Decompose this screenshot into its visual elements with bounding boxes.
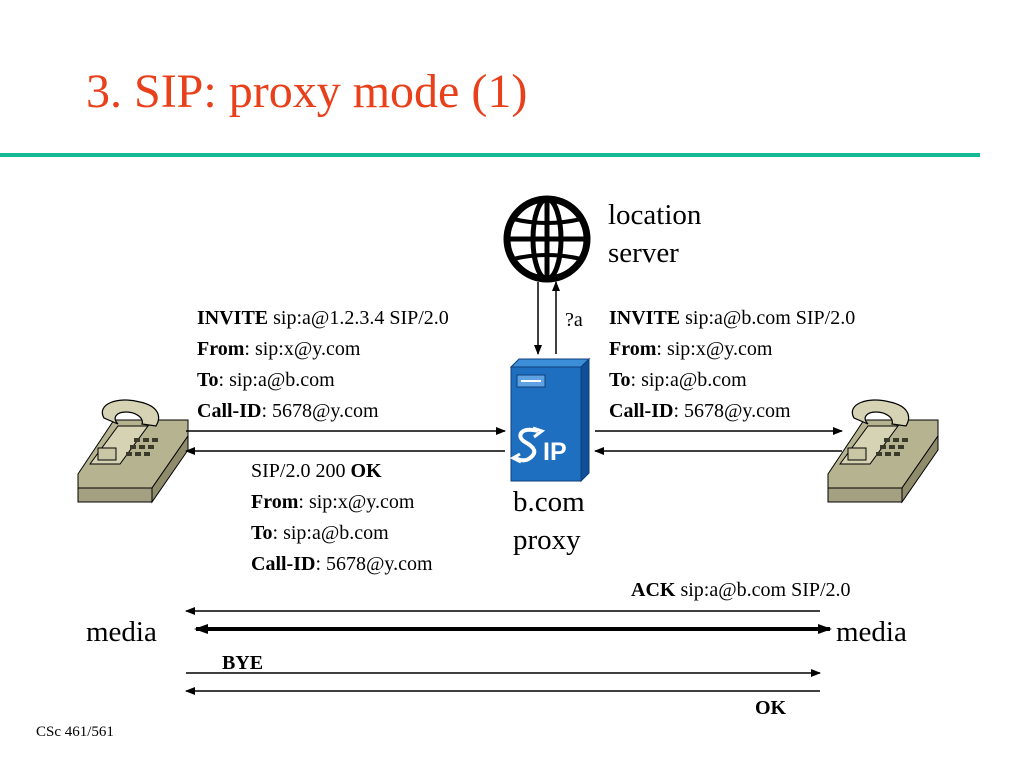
to-label: To: [609, 369, 631, 391]
proxy-label-line2: proxy: [513, 524, 581, 556]
from-value: : sip:x@y.com: [298, 491, 415, 513]
invite-method: INVITE: [609, 307, 681, 329]
to-label: To: [251, 522, 273, 544]
from-value: : sip:x@y.com: [244, 338, 361, 360]
callid-value: : 5678@y.com: [315, 553, 433, 575]
telephone-icon-right: [827, 399, 939, 504]
callid-label: Call-ID: [251, 553, 316, 575]
ack-request-uri: sip:a@b.com SIP/2.0: [675, 579, 851, 601]
telephone-icon-left: [77, 399, 189, 504]
to-value: : sip:a@b.com: [272, 522, 389, 544]
callid-value: : 5678@y.com: [261, 400, 379, 422]
to-value: : sip:a@b.com: [218, 369, 335, 391]
ack-label: ACK sip:a@b.com SIP/2.0: [631, 575, 851, 606]
invite-message-right: INVITE sip:a@b.com SIP/2.0 From: sip:x@y…: [609, 303, 855, 427]
sip-proxy-server-icon: IP: [509, 357, 591, 483]
globe-icon: [503, 195, 591, 283]
ack-method: ACK: [631, 579, 676, 601]
media-label-left: media: [86, 616, 157, 648]
callid-value: : 5678@y.com: [673, 400, 791, 422]
status-line: SIP/2.0 200: [251, 460, 351, 482]
invite-message-left: INVITE sip:a@1.2.3.4 SIP/2.0 From: sip:x…: [197, 303, 449, 427]
callid-label: Call-ID: [197, 400, 262, 422]
status-ok: OK: [350, 460, 382, 482]
ok-final-label: OK: [755, 697, 787, 719]
from-label: From: [197, 338, 245, 360]
bye-label: BYE: [222, 652, 264, 674]
invite-request-uri: sip:a@b.com SIP/2.0: [680, 307, 856, 329]
sip-logo-text: IP: [543, 438, 567, 466]
location-server-line1: location: [608, 199, 702, 231]
callid-label: Call-ID: [609, 400, 674, 422]
media-label-right: media: [836, 616, 907, 648]
footer-course: CSc 461/561: [36, 724, 114, 740]
proxy-label: b.com proxy: [513, 483, 585, 559]
location-server-label: location server: [608, 196, 701, 272]
from-value: : sip:x@y.com: [656, 338, 773, 360]
to-label: To: [197, 369, 219, 391]
title-divider: [0, 153, 980, 157]
page-title: 3. SIP: proxy mode (1): [86, 65, 528, 118]
to-value: : sip:a@b.com: [630, 369, 747, 391]
invite-method: INVITE: [197, 307, 269, 329]
from-label: From: [609, 338, 657, 360]
proxy-label-line1: b.com: [513, 486, 585, 518]
from-label: From: [251, 491, 299, 513]
query-label: ?a: [565, 309, 583, 331]
ok-response-message: SIP/2.0 200 OK From: sip:x@y.com To: sip…: [251, 456, 433, 580]
location-server-line2: server: [608, 237, 679, 269]
invite-request-uri: sip:a@1.2.3.4 SIP/2.0: [268, 307, 449, 329]
